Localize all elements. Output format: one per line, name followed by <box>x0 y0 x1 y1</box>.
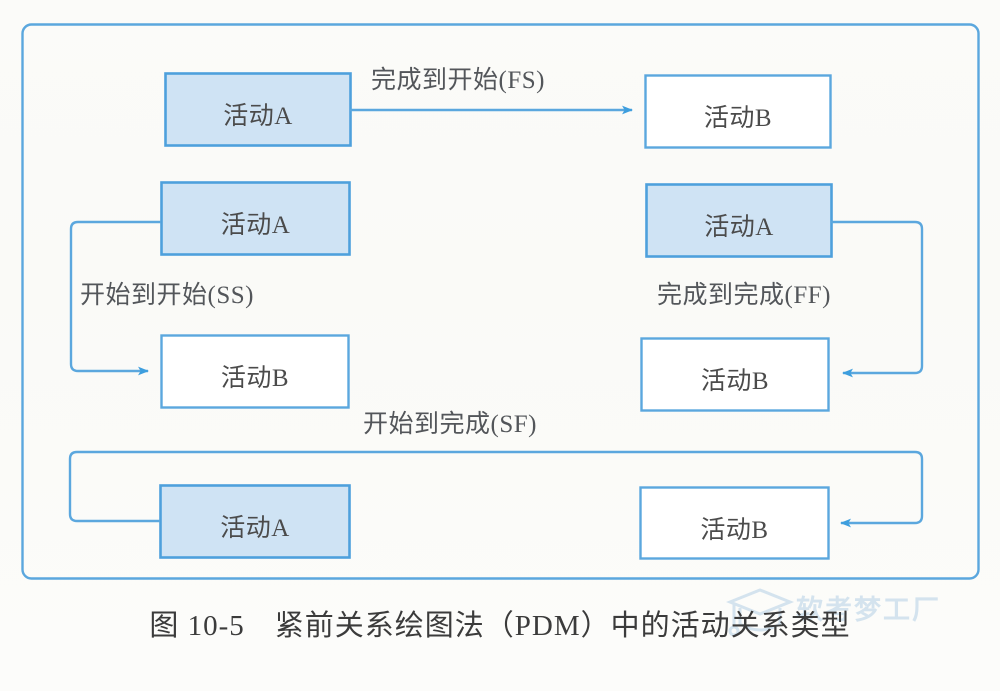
connector-ff <box>831 220 924 378</box>
node-box-fs-activity-a[interactable] <box>164 72 352 147</box>
edge-label-ss: 开始到开始(SS) <box>80 282 254 309</box>
edge-label-fs: 完成到开始(FS) <box>371 67 545 94</box>
node-box-ss-activity-b[interactable] <box>160 334 350 409</box>
edge-label-sf: 开始到完成(SF) <box>363 411 537 438</box>
diagram-outer-frame <box>21 23 980 580</box>
connector-ss <box>69 220 161 376</box>
node-box-ss-activity-a[interactable] <box>160 181 351 256</box>
node-box-ff-activity-a[interactable] <box>645 183 833 258</box>
node-box-ff-activity-b[interactable] <box>640 337 830 412</box>
node-box-sf-activity-a[interactable] <box>159 484 351 559</box>
node-box-fs-activity-b[interactable] <box>644 74 832 149</box>
connector-sf <box>68 450 924 528</box>
node-box-sf-activity-b[interactable] <box>639 486 830 560</box>
figure-caption: 图 10-5 紧前关系绘图法（PDM）中的活动关系类型 <box>149 610 851 642</box>
edge-label-ff: 完成到完成(FF) <box>657 282 831 309</box>
